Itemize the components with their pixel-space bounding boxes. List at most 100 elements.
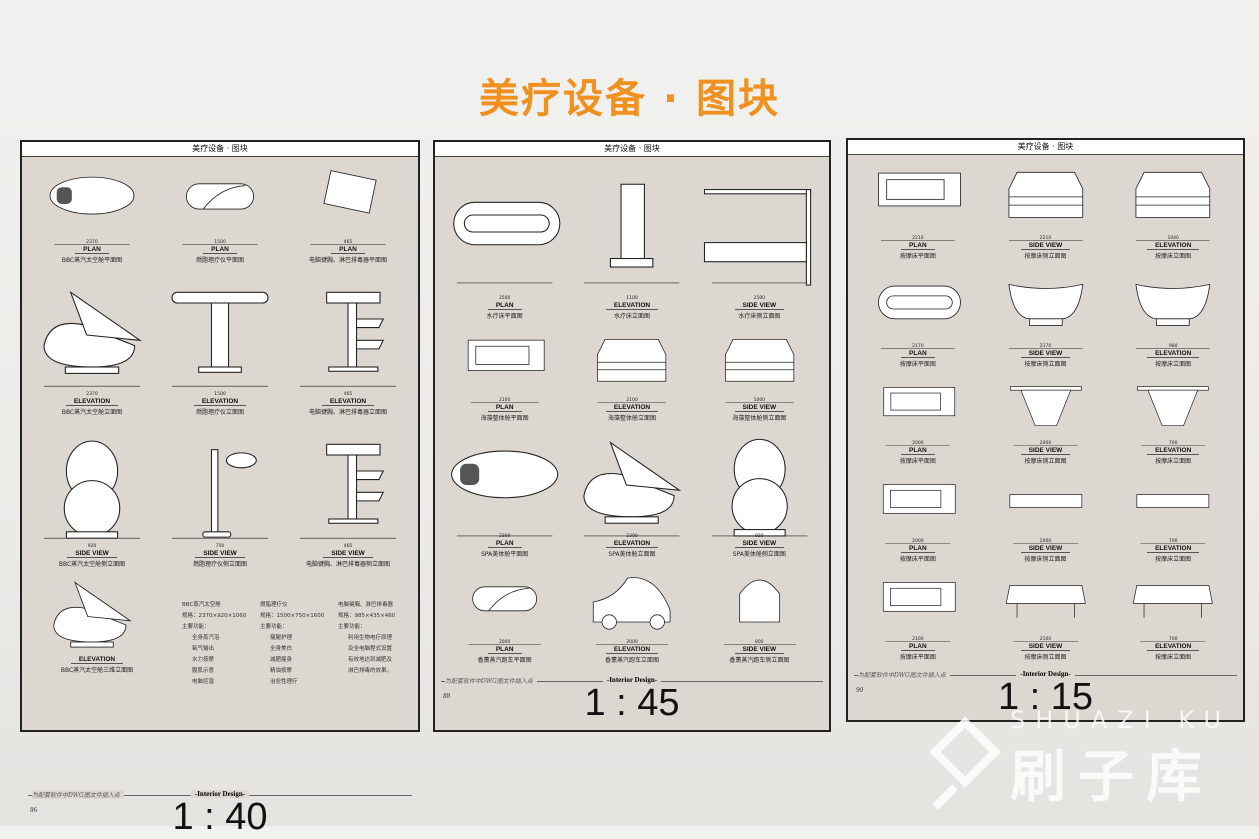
view-caption: SPA美体舱立面图 [608,551,656,558]
drawing-block: 2500 PLAN 水疗床平面图 [441,158,568,324]
dimension-label: 750 [215,544,225,549]
dimension-label: 465 [343,240,353,245]
equipment-drawing [724,339,794,403]
brand-label: -Interior Design- [190,790,250,798]
view-label: SIDE VIEW [1020,545,1071,553]
equipment-drawing [310,170,386,245]
view-caption: 按摩床立面图 [1155,654,1192,661]
dimension-label: 2100 [498,398,511,403]
scale-label: 1 : 15 [997,676,1094,718]
equipment-drawing [451,450,559,537]
spec-line: 精油按摩 [270,668,293,674]
dimension-label: 1040 [1167,236,1179,241]
view-label: PLAN [203,246,237,254]
dimension-label: 2500 [498,296,511,301]
drawing-block: 2000 PLAN 按摩床平面图 [854,372,982,469]
drawing-block: 920 SIDE VIEW BBC蒸汽太空舱侧立面图 [28,420,156,572]
3d-view-block: ELEVATION BBC蒸汽太空舱三维立面图 [32,574,162,674]
page-number: 86 [30,806,37,814]
spec-line: 腹肌示意 [192,668,215,674]
spec-line: 规格：985×435×460 [338,613,396,619]
spec-line: 瘦腿护理 [270,635,293,641]
equipment-drawing [593,577,671,645]
dimension-label: 1500 [214,392,226,397]
view-caption: 按摩床平面图 [899,253,936,260]
drawing-block: 2210 SIDE VIEW 按摩床侧立面图 [982,156,1110,264]
view-caption: BBC蒸汽太空舱立面图 [61,409,123,416]
view-label: SIDE VIEW [1020,242,1071,250]
equipment-drawing [703,189,811,286]
view-label: ELEVATION [605,646,659,654]
drawing-row: 920 SIDE VIEW BBC蒸汽太空舱侧立面图 750 SIDE VIEW… [28,420,412,572]
equipment-drawing [882,582,956,642]
spec-line: 及全电脑程式设置 [348,646,393,652]
view-caption: 按摩床侧立面图 [1024,361,1067,368]
drawing-block: 700 ELEVATION 按摩床立面图 [1109,469,1237,567]
brush-logo-icon [929,716,1001,810]
view-caption: SPA美体舱平面图 [481,551,529,558]
equipment-drawing [300,443,396,539]
drawing-row: 2000 PLAN 按摩床平面图 2000 SIDE VIEW 按摩床侧立面图 … [854,469,1237,567]
view-caption: 按摩床平面图 [899,556,936,563]
equipment-drawing [171,291,269,387]
view-caption: 电脑键胸、淋巴排毒器侧立面图 [305,561,390,568]
3d-pod-drawing [53,581,132,648]
view-label: SIDE VIEW [323,550,373,558]
insertion-point-note: 为配套软件中DWG图文件插入点 [445,676,537,685]
view-label: PLAN [487,646,522,654]
equipment-drawing [1008,283,1083,349]
view-label: SIDE VIEW [67,550,117,558]
equipment-drawing [878,172,961,241]
equipment-drawing [711,438,808,537]
equipment-drawing [1135,171,1211,241]
dimension-label: 800 [755,640,764,645]
view-caption: 燃脂理疗仪立面图 [195,409,244,416]
view-caption: 香薰蒸汽跑车侧立面图 [729,657,790,664]
view-label: ELEVATION [65,398,119,406]
spec-line: BBC蒸汽太空舱 [182,602,221,608]
sheet-header: 美疗设备 · 图块 [848,140,1243,155]
view-label: PLAN [487,302,522,310]
drawing-block: 2170 PLAN 按摩床平面图 [854,264,982,372]
view-caption: 海藻整体舱立面图 [607,415,656,422]
view-caption: 按摩床侧立面图 [1024,458,1067,465]
dimension-label: 2000 [1039,441,1052,446]
drawing-row: 2100 PLAN 海藻整体舱平面图 2100 ELEVATION 海藻整体舱立… [441,324,823,426]
dimension-label: 2300 [626,534,638,539]
drawing-block: 2170 SIDE VIEW 按摩床侧立面图 [982,264,1110,372]
view-label: SIDE VIEW [1020,643,1071,651]
drawing-block: 2500 SIDE VIEW 水疗床侧立面图 [696,158,823,324]
view-caption: 海藻整体舱平面图 [480,415,529,422]
drawing-sheet: 美疗设备 · 图块 2210 PLAN 按摩床平面图 2210 SIDE VIE… [846,138,1245,722]
equipment-drawing [182,183,258,245]
dimension-label: 2170 [912,344,924,349]
equipment-drawing [878,285,961,349]
dimension-label: 2000 [626,640,638,645]
drawing-block: 800 SIDE VIEW 香薰蒸汽跑车侧立面图 [696,562,823,668]
view-label: ELEVATION [1147,350,1200,358]
equipment-drawing [1009,494,1082,544]
dimension-label: 920 [87,544,97,549]
view-caption: 按摩床侧立面图 [1024,253,1067,260]
drawing-block: 2300 PLAN SPA美体舱平面图 [441,426,568,562]
insertion-point-note: 为配套软件中DWG图文件插入点 [32,790,124,799]
insertion-point-note: 为配套软件中DWG图文件插入点 [858,670,950,679]
spec-line: 全身蒸汽浴 [192,635,220,641]
drawing-row: 2370 ELEVATION BBC蒸汽太空舱立面图 1500 ELEVATIO… [28,268,412,420]
view-caption: 按摩床平面图 [899,458,936,465]
view-label: PLAN [75,246,109,254]
view-label: PLAN [900,643,935,651]
view-label: SIDE VIEW [734,404,785,412]
dimension-label: 1500 [214,240,226,245]
view-caption: 香薰蒸汽跑车立面图 [604,657,659,664]
dimension-label: 2300 [498,534,511,539]
drawing-row: 2170 PLAN 按摩床平面图 2170 SIDE VIEW 按摩床侧立面图 … [854,264,1237,372]
drawing-block: 2370 PLAN BBC蒸汽太空舱平面图 [28,158,156,268]
view-caption: SPA美体舱侧立面图 [732,551,786,558]
drawing-sheet: 美疗设备 · 图块 2370 PLAN BBC蒸汽太空舱平面图 1500 PLA… [20,140,420,838]
dimension-label: 2210 [912,236,924,241]
dimension-label: 2000 [1039,539,1052,544]
view-caption: 水疗床立面图 [613,313,650,320]
